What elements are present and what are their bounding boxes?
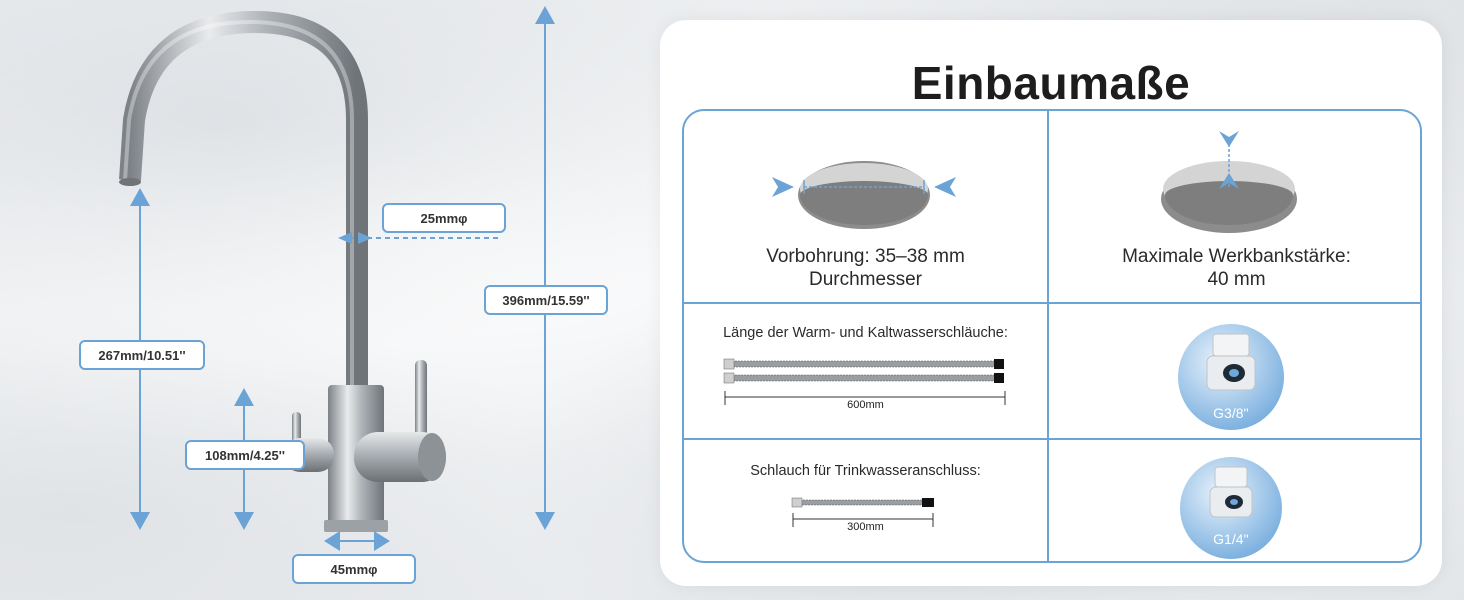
base-diameter-label: 45mmφ	[292, 554, 416, 584]
hole-diameter-icon	[772, 161, 956, 229]
drinking-hose-length: 300mm	[847, 521, 884, 533]
grid-divider-vertical	[1047, 111, 1049, 561]
fitting-g38-label: G3/8''	[1213, 405, 1249, 421]
drinking-hose-caption: Schlauch für Trinkwasseranschluss:	[750, 463, 981, 479]
installation-dimensions-panel: Einbaumaße Vorbohrung: 35–38 mm Durchmes…	[660, 20, 1442, 586]
hoses-caption: Länge der Warm- und Kaltwasserschläuche:	[723, 325, 1008, 341]
hoses-length: 600mm	[847, 399, 884, 411]
grid-divider-2	[684, 438, 1420, 440]
spout-diameter-label: 25mmφ	[382, 203, 506, 233]
fitting-g14-icon	[1180, 457, 1282, 559]
faucet-illustration	[119, 6, 555, 551]
drinking-hose-icon	[791, 497, 934, 527]
hole-caption-line1: Vorbohrung: 35–38 mm	[766, 246, 965, 267]
total-height-label: 396mm/15.59''	[484, 285, 608, 315]
fitting-g38-icon	[1178, 324, 1284, 430]
spout-tube	[119, 10, 368, 395]
right-lever	[415, 360, 427, 440]
lever-height-label: 108mm/4.25''	[185, 440, 305, 470]
thickness-caption-line2: 40 mm	[1207, 269, 1266, 290]
counter-thickness-icon	[1161, 131, 1297, 233]
thickness-caption-line1: Maximale Werkbankstärke:	[1122, 246, 1351, 267]
panel-title: Einbaumaße	[911, 57, 1191, 109]
hoses-icon	[723, 358, 1006, 405]
spout-height-label: 267mm/10.51''	[79, 340, 205, 370]
hole-caption: Vorbohrung: 35–38 mm Durchmesser	[684, 245, 1047, 291]
specs-grid: Vorbohrung: 35–38 mm Durchmesser Maximal…	[682, 109, 1422, 563]
hole-caption-line2: Durchmesser	[809, 269, 922, 290]
grid-divider-1	[684, 302, 1420, 304]
thickness-caption: Maximale Werkbankstärke: 40 mm	[1049, 245, 1420, 291]
fitting-g14-label: G1/4''	[1213, 531, 1249, 547]
